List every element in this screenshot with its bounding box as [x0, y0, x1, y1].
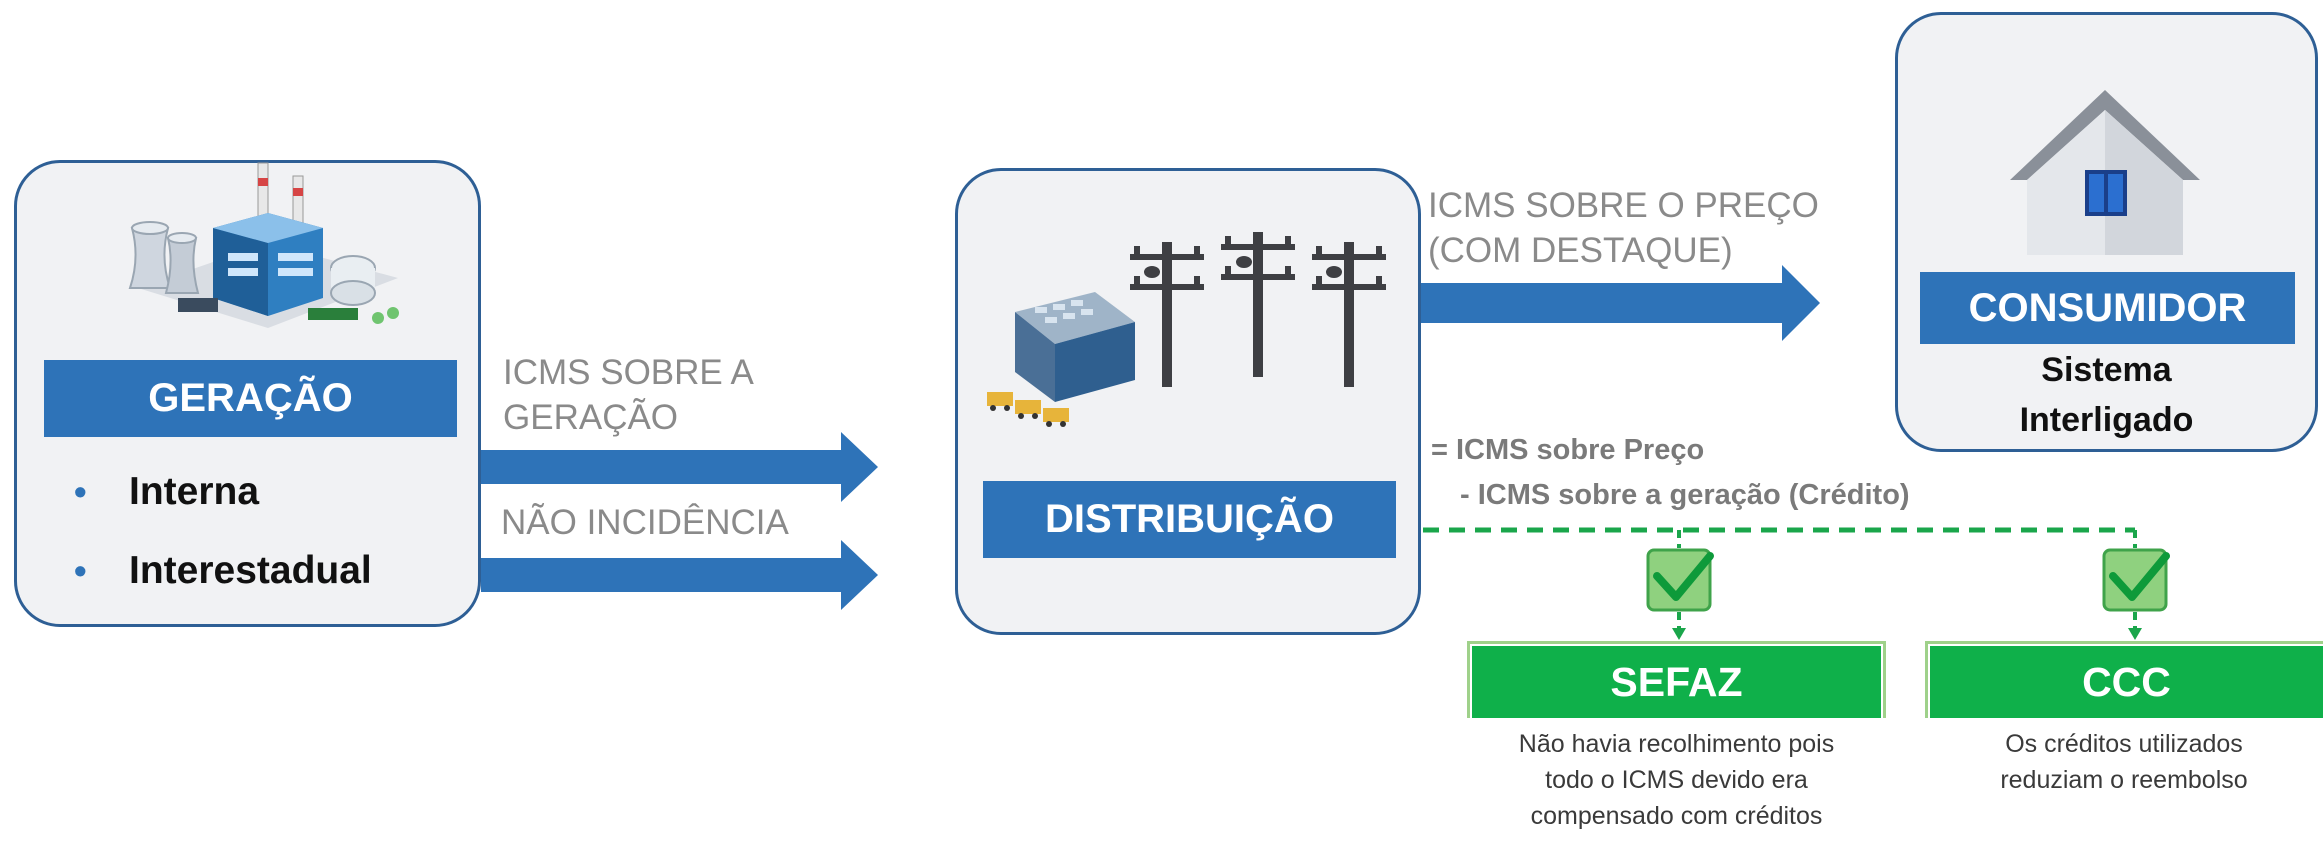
credit-formula: = ICMS sobre Preço - ICMS sobre a geraçã… — [1431, 428, 1910, 518]
generation-item-interna: Interna — [14, 452, 474, 531]
utility-poles-icon — [1130, 232, 1386, 387]
power-plant-icon — [128, 162, 399, 328]
arrow-non-incidence-label: NÃO INCIDÊNCIA — [501, 503, 789, 542]
arrow-price — [1421, 265, 1820, 341]
arrow-generation — [481, 432, 878, 502]
ccc-description-line2: reduziam o reembolso — [2000, 766, 2248, 794]
credit-formula-line2: - ICMS sobre a geração (Crédito) — [1460, 479, 1910, 511]
sefaz-title: SEFAZ — [1472, 646, 1881, 718]
ccc-description: Os créditos utilizados reduziam o reembo… — [1925, 718, 2323, 855]
distribution-title: DISTRIBUIÇÃO — [983, 481, 1396, 558]
generation-item-interestadual: Interestadual — [14, 531, 474, 610]
sefaz-description: Não havia recolhimento pois todo o ICMS … — [1467, 718, 1886, 855]
arrow-price-label-line2: (COM DESTAQUE) — [1428, 231, 1733, 270]
arrow-non-incidence — [481, 540, 878, 610]
consumer-box — [1895, 12, 2318, 452]
arrow-price-label-line1: ICMS SOBRE O PREÇO — [1428, 186, 1819, 225]
ccc-description-line1: Os créditos utilizados — [2005, 730, 2243, 758]
sefaz-check-icon — [1646, 548, 1714, 612]
sefaz-description-line1: Não havia recolhimento pois — [1518, 730, 1835, 758]
generation-title: GERAÇÃO — [44, 360, 457, 437]
consumer-title: CONSUMIDOR — [1920, 272, 2295, 344]
ccc-check-icon — [2102, 548, 2170, 612]
consumer-subtitle-line2: Interligado — [2019, 401, 2194, 439]
generation-items: Interna Interestadual — [14, 452, 474, 610]
arrow-generation-label: ICMS SOBRE A GERAÇÃO — [503, 353, 752, 437]
consumer-subtitle: Sistema Interligado — [1895, 345, 2318, 445]
sefaz-description-line2: todo o ICMS devido era — [1545, 766, 1808, 794]
credit-formula-line1: = ICMS sobre Preço — [1431, 434, 1705, 466]
arrow-price-label: ICMS SOBRE O PREÇO (COM DESTAQUE) — [1428, 183, 1819, 273]
distribution-building-icon — [987, 292, 1135, 427]
consumer-subtitle-line1: Sistema — [2041, 351, 2172, 389]
sefaz-description-line3: compensado com créditos — [1530, 802, 1823, 830]
house-icon — [2010, 90, 2200, 255]
ccc-title: CCC — [1930, 646, 2323, 718]
